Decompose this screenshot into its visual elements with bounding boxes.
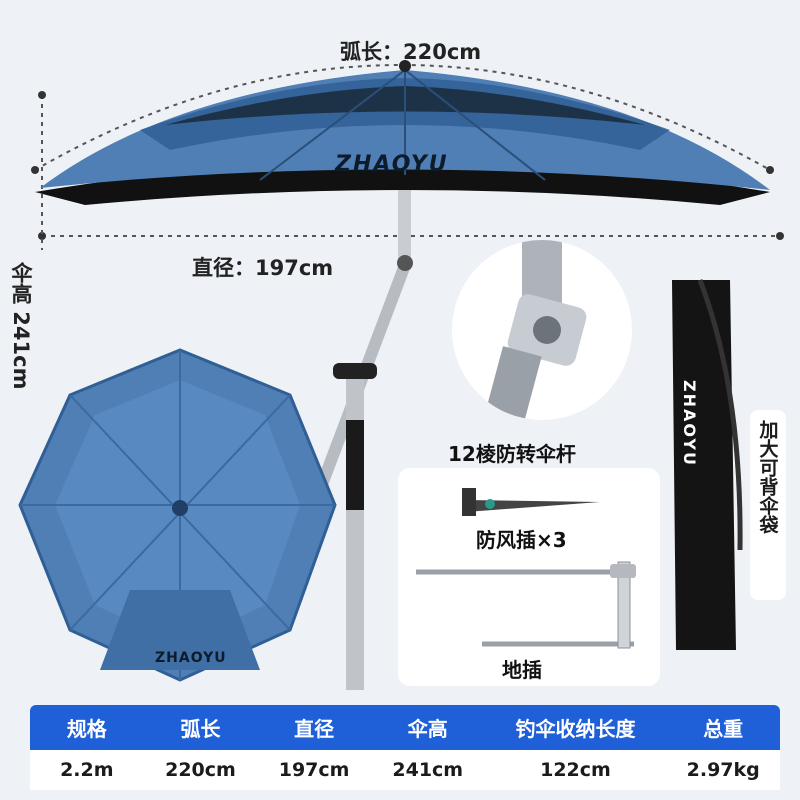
umbrella-side-view [35, 60, 770, 690]
table-cell: 241cm [392, 759, 464, 781]
bag-caption: 加大可背伞袋 [756, 420, 779, 534]
bag-caption-card: 加大可背伞袋 [750, 410, 786, 600]
table-header-cell: 直径 [294, 717, 335, 741]
table-cell: 197cm [278, 759, 350, 781]
table-header-cell: 钓伞收纳长度 [515, 717, 636, 741]
wind-stake-caption: 防风插×3 [476, 528, 567, 552]
umbrella-top-view [18, 348, 337, 682]
spec-table-row: 2.2m 220cm 197cm 241cm 122cm 2.97kg [30, 750, 780, 790]
bag-logo: ZHAOYU [680, 380, 699, 467]
bottom-umbrella-logo: ZHAOYU [155, 650, 227, 666]
table-cell: 2.97kg [686, 759, 760, 781]
wind-stake-icon [462, 488, 600, 516]
arc-length-label: 弧长：220cm [340, 40, 482, 64]
table-header-cell: 总重 [703, 717, 744, 741]
diameter-label: 直径：197cm [192, 256, 334, 280]
table-cell: 220cm [165, 759, 236, 781]
table-cell: 122cm [540, 759, 611, 781]
pole-caption: 12棱防转伞杆 [448, 442, 576, 466]
accessories-card: 防风插×3 地插 [398, 468, 660, 686]
pole-detail-circle [452, 240, 632, 420]
umbrella-bag [672, 279, 743, 650]
table-cell: 2.2m [60, 759, 114, 781]
pole-joint-icon [482, 240, 587, 420]
ground-stake-caption: 地插 [502, 658, 542, 682]
ground-stake-icon [416, 561, 636, 649]
spec-table-header: 规格 弧长 直径 伞高 钓伞收纳长度 总重 [30, 705, 780, 750]
table-header-cell: 规格 [66, 717, 107, 741]
top-umbrella-logo: ZHAOYU [335, 152, 449, 177]
height-label: 伞高 241cm [9, 262, 33, 390]
table-header-cell: 伞高 [407, 717, 448, 741]
table-header-cell: 弧长 [180, 717, 221, 741]
